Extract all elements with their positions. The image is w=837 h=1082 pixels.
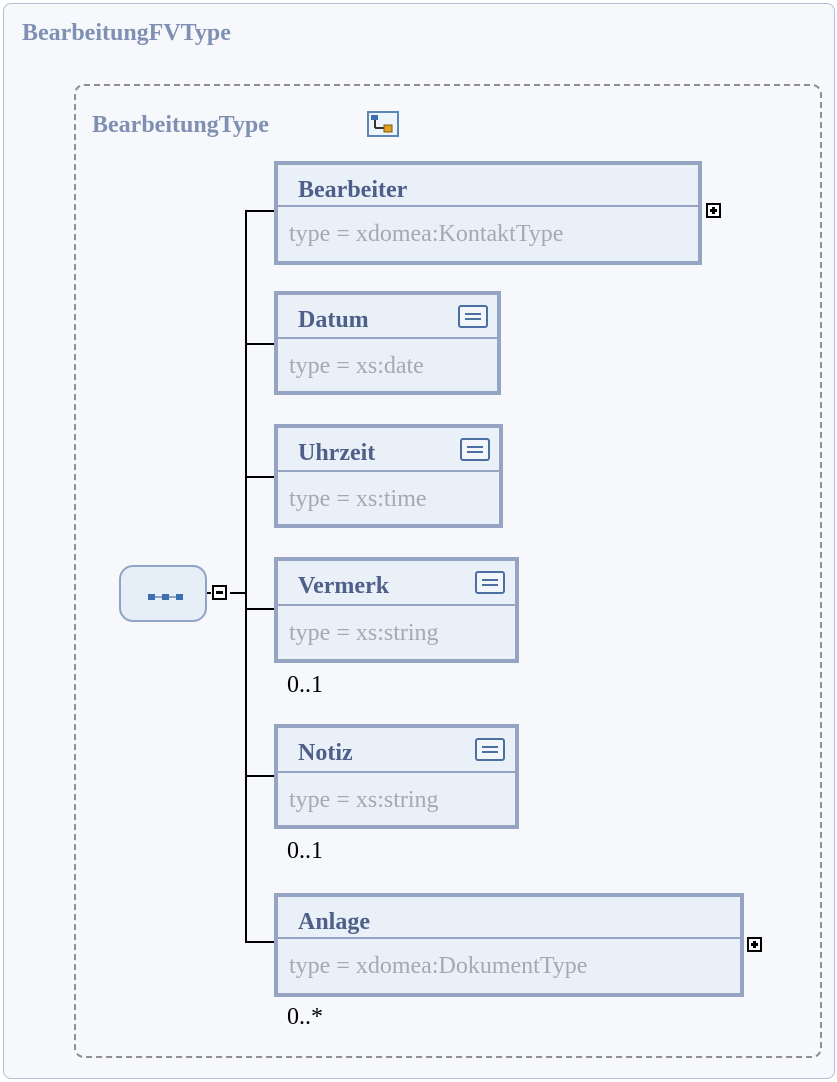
documentation-icon[interactable]: [475, 571, 505, 594]
branch-line-bearbeiter: [245, 210, 276, 212]
expand-plus-icon[interactable]: [706, 203, 721, 218]
sequence-link-line: [207, 592, 211, 594]
complex-type-icon[interactable]: [367, 111, 399, 137]
branch-line-vermerk: [245, 608, 276, 610]
element-name: Vermerk: [298, 573, 390, 599]
element-divider: [278, 937, 740, 939]
outer-type-title: BearbeitungFVType: [22, 20, 231, 46]
base-type-title: BearbeitungType: [92, 112, 269, 138]
element-name: Notiz: [298, 740, 353, 766]
element-name: Anlage: [298, 909, 370, 935]
element-name: Bearbeiter: [298, 177, 408, 203]
cardinality-label: 0..1: [287, 672, 323, 698]
cardinality-label: 0..*: [287, 1004, 323, 1030]
branch-line-uhrzeit: [245, 476, 276, 478]
documentation-icon[interactable]: [475, 738, 505, 761]
expand-plus-icon[interactable]: [747, 937, 762, 952]
element-anlage[interactable]: Anlage type = xdomea:DokumentType: [274, 893, 744, 997]
documentation-icon[interactable]: [460, 438, 490, 461]
element-type: type = xs:string: [289, 787, 439, 813]
base-type-extension-frame: [74, 84, 822, 1058]
element-notiz[interactable]: Notiz type = xs:string: [274, 724, 519, 829]
sequence-compositor-icon: [148, 594, 183, 600]
element-divider: [278, 771, 515, 773]
element-datum[interactable]: Datum type = xs:date: [274, 291, 501, 395]
element-type: type = xs:date: [289, 353, 424, 379]
tree-trunk-line: [245, 210, 247, 943]
branch-line-anlage: [245, 941, 276, 943]
tree-stub-line: [230, 592, 245, 594]
element-name: Uhrzeit: [298, 440, 376, 466]
element-vermerk[interactable]: Vermerk type = xs:string: [274, 557, 519, 663]
element-divider: [278, 470, 499, 472]
documentation-icon[interactable]: [458, 305, 488, 328]
element-type: type = xdomea:DokumentType: [289, 953, 588, 979]
collapse-minus-icon[interactable]: [212, 585, 227, 600]
element-divider: [278, 604, 515, 606]
element-divider: [278, 205, 698, 207]
element-divider: [278, 337, 497, 339]
element-type: type = xs:time: [289, 486, 427, 512]
sequence-compositor[interactable]: [119, 565, 207, 622]
cardinality-label: 0..1: [287, 838, 323, 864]
element-type: type = xdomea:KontaktType: [289, 221, 564, 247]
branch-line-datum: [245, 343, 276, 345]
element-bearbeiter[interactable]: Bearbeiter type = xdomea:KontaktType: [274, 161, 702, 265]
element-uhrzeit[interactable]: Uhrzeit type = xs:time: [274, 424, 503, 528]
element-name: Datum: [298, 307, 369, 333]
element-type: type = xs:string: [289, 620, 439, 646]
branch-line-notiz: [245, 775, 276, 777]
